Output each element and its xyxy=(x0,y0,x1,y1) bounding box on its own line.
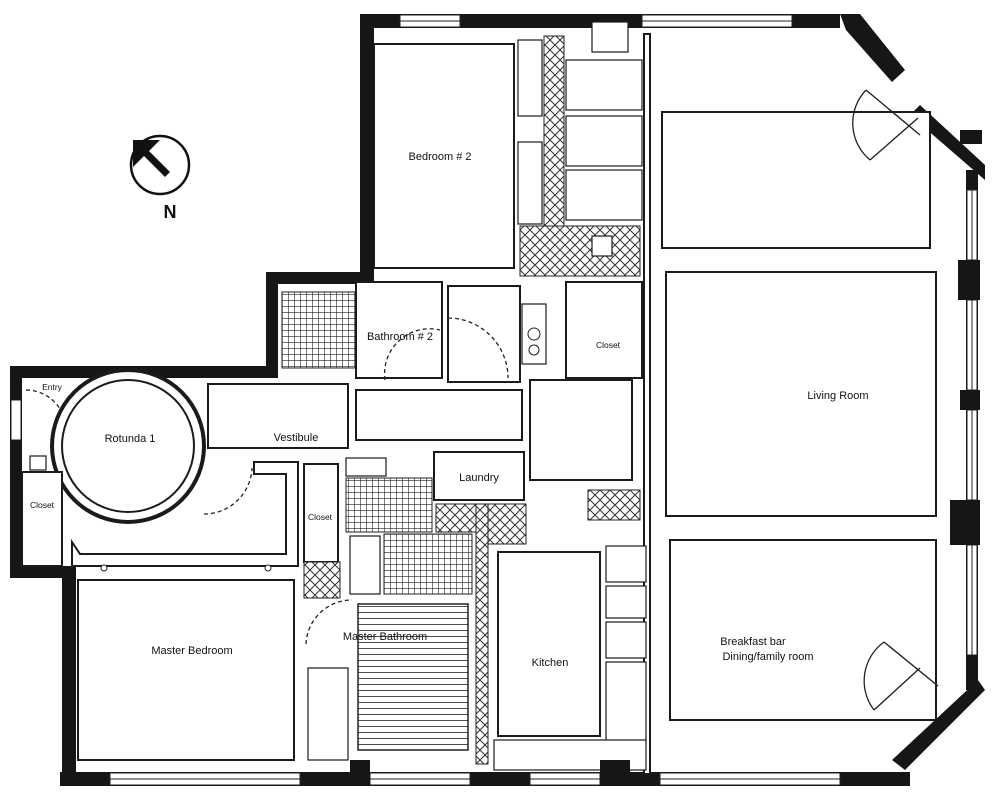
master-bedroom-label: Master Bedroom xyxy=(151,645,232,657)
column xyxy=(958,260,980,300)
cabinet xyxy=(565,169,643,221)
sink-icon xyxy=(527,327,541,341)
cabinet xyxy=(605,585,647,619)
vestibule[interactable]: Vestibule xyxy=(207,383,349,449)
door-swing xyxy=(203,467,253,515)
compass-letter: N xyxy=(164,202,177,222)
door-swing xyxy=(25,389,67,431)
closet-mid[interactable]: Closet xyxy=(303,463,339,563)
windows xyxy=(10,14,978,786)
master-bathroom[interactable]: Master Bathroom xyxy=(305,599,469,761)
fixture xyxy=(345,457,387,477)
door-swing xyxy=(383,328,441,381)
kitchen-label: Kitchen xyxy=(532,657,569,669)
partition-wall xyxy=(643,33,651,775)
rotunda-label: Rotunda 1 xyxy=(105,433,156,445)
breakfast-label-line2: Dining/family room xyxy=(722,651,813,663)
column xyxy=(950,500,980,545)
cabinet xyxy=(565,59,643,111)
closet-center-label: Closet xyxy=(596,340,621,350)
hatched-shaft xyxy=(435,503,477,533)
balcony-door-bottom[interactable] xyxy=(863,641,939,711)
closet-center[interactable]: Closet xyxy=(565,281,643,429)
fixture-dot xyxy=(100,564,108,572)
compass: N xyxy=(129,134,191,222)
hall-cabinet xyxy=(529,379,633,481)
hatched-shaft xyxy=(543,35,565,227)
closet-left[interactable]: Closet xyxy=(21,455,63,567)
column xyxy=(350,760,370,786)
living-room-label: Living Room xyxy=(807,390,868,402)
cabinet xyxy=(605,545,647,583)
fixture xyxy=(29,455,47,471)
vent xyxy=(591,21,629,53)
closet-strip xyxy=(517,141,543,225)
sink-icon xyxy=(528,344,540,356)
laundry[interactable]: Laundry xyxy=(433,451,525,501)
hatched-shaft xyxy=(587,489,641,521)
hatched-shaft xyxy=(519,225,641,277)
tile-area xyxy=(383,533,473,595)
rotunda[interactable]: Rotunda 1 xyxy=(50,368,206,524)
cabinet xyxy=(565,115,643,167)
bedroom-2-label: Bedroom # 2 xyxy=(409,151,472,163)
fixture xyxy=(307,667,349,761)
dining-family-room[interactable]: Breakfast bar Dining/family room xyxy=(669,539,937,721)
master-bathroom-label: Master Bathroom xyxy=(343,631,427,643)
fixture-dot xyxy=(264,564,272,572)
hatched-shaft xyxy=(303,561,341,599)
hatched-shaft xyxy=(475,503,489,765)
hatched-shaft xyxy=(487,503,527,545)
balcony-door-top[interactable] xyxy=(852,89,921,161)
tile-area xyxy=(345,477,433,533)
door-swing xyxy=(305,599,353,645)
bedroom-2[interactable]: Bedroom # 2 xyxy=(373,43,515,269)
fixture xyxy=(349,535,381,595)
compass-arrow-icon xyxy=(141,148,170,177)
master-bedroom[interactable]: Master Bedroom xyxy=(77,579,295,761)
cabinet xyxy=(605,621,647,659)
closet-strip xyxy=(517,39,543,117)
duct xyxy=(591,235,613,257)
bathroom-2[interactable]: Bathroom # 2 xyxy=(281,281,521,383)
living-room[interactable]: Living Room xyxy=(661,111,937,517)
bathroom-2-label: Bathroom # 2 xyxy=(367,331,433,343)
column xyxy=(600,760,630,786)
vestibule-label: Vestibule xyxy=(274,432,319,444)
laundry-label: Laundry xyxy=(459,472,499,484)
entry-label: Entry xyxy=(42,382,63,392)
closet-left-label: Closet xyxy=(30,500,55,510)
entry[interactable]: Entry xyxy=(25,382,67,431)
closet-mid-label: Closet xyxy=(308,512,333,522)
hall-wall xyxy=(71,461,299,567)
cabinet xyxy=(605,661,647,743)
hall-bench xyxy=(355,389,523,441)
breakfast-label-line1: Breakfast bar xyxy=(720,636,786,648)
kitchen[interactable]: Kitchen xyxy=(497,551,601,737)
column xyxy=(960,390,980,410)
